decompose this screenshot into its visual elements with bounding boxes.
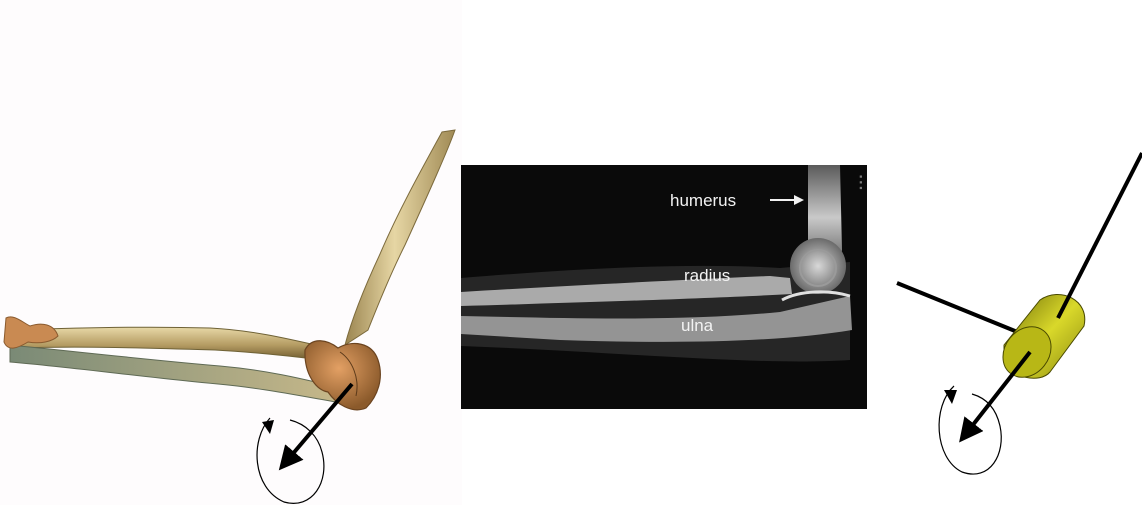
forearm-rod — [897, 283, 1020, 333]
label-humerus: humerus — [670, 191, 736, 210]
xray-panel: ▪ ▪ ▪ humerus radius ulna — [461, 165, 867, 409]
skeleton-elbow-panel — [0, 0, 462, 505]
label-radius: radius — [684, 266, 730, 285]
film-marker: ▪ ▪ ▪ — [856, 175, 866, 190]
upper-arm-rod — [1058, 153, 1142, 318]
hinge-cylinder — [993, 294, 1085, 386]
axis-arrow-icon — [965, 352, 1030, 435]
label-ulna: ulna — [681, 316, 714, 335]
hinge-model-panel — [897, 153, 1142, 474]
